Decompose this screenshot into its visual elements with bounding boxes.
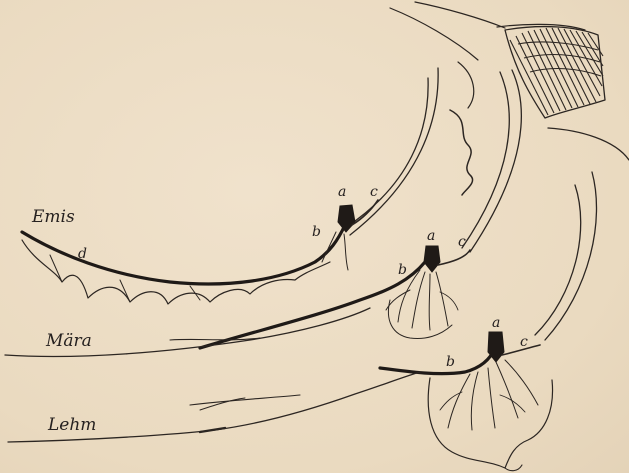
lehm-label-c: c xyxy=(520,334,528,350)
top-anatomy xyxy=(390,2,629,160)
mara-label-c: c xyxy=(458,234,466,250)
label-mara: Mära xyxy=(45,331,92,351)
vessel-outlines xyxy=(345,62,597,340)
mara-label-a: a xyxy=(427,228,435,244)
lehm-label-b: b xyxy=(446,354,455,370)
hatched-mass xyxy=(505,27,605,118)
row-emis xyxy=(22,200,378,304)
mara-label-b: b xyxy=(398,262,407,278)
emis-label-b: b xyxy=(312,224,321,240)
emis-label-a: a xyxy=(338,184,346,200)
emis-label-c: c xyxy=(370,184,378,200)
row-lehm xyxy=(8,332,553,471)
mara-ganglion-a xyxy=(424,246,440,272)
label-lehm: Lehm xyxy=(47,415,96,435)
lehm-label-a: a xyxy=(492,315,500,331)
emis-ganglion-a xyxy=(338,205,355,232)
label-emis: Emis xyxy=(31,207,75,227)
emis-label-d: d xyxy=(78,246,87,262)
